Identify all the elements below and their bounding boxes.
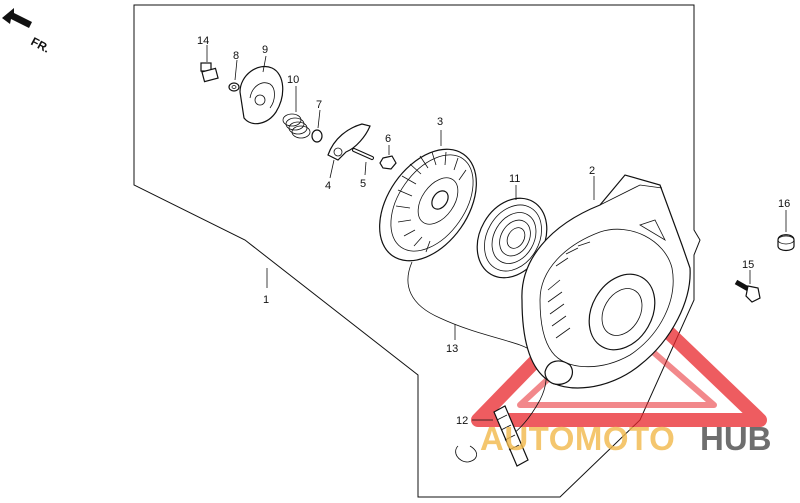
callout-6: 6 [385, 133, 391, 145]
part-4-ratchet [327, 123, 371, 179]
callout-9: 9 [262, 44, 268, 56]
part-10-spring [282, 86, 311, 139]
part-11-recoil-spring [476, 185, 548, 279]
part-5-pin [352, 148, 374, 176]
callout-2: 2 [589, 165, 595, 177]
callout-1: 1 [263, 294, 269, 306]
callout-11: 11 [509, 173, 520, 185]
callout-5: 5 [360, 178, 366, 190]
part-12-starter-grip [455, 405, 529, 467]
callout-4: 4 [325, 180, 331, 192]
part-3-reel [379, 130, 477, 262]
front-direction-arrow: FR. [2, 8, 52, 56]
callout-3: 3 [437, 116, 443, 128]
part-6-nut [379, 145, 397, 170]
callout-13: 13 [446, 343, 458, 355]
callout-16: 16 [778, 198, 790, 210]
part-7-washer [311, 109, 323, 143]
watermark-text-primary: AUTOMOTO [480, 420, 675, 457]
part-16-cap [777, 210, 795, 252]
callout-12: 12 [456, 415, 468, 427]
callout-10: 10 [287, 74, 299, 86]
part-15-bolt [734, 270, 761, 303]
callout-8: 8 [233, 50, 239, 62]
watermark-text-secondary: HUB [700, 420, 772, 457]
part-9-friction-plate [239, 55, 284, 125]
callout-14: 14 [197, 35, 209, 47]
part-14-bolt [200, 45, 219, 83]
watermark-logo: AUTOMOTO HUB [480, 420, 772, 457]
callout-15: 15 [742, 259, 754, 271]
front-direction-label: FR. [29, 34, 53, 55]
part-2-starter-case [521, 174, 691, 389]
part-8-washer [228, 59, 240, 92]
callout-7: 7 [316, 99, 322, 111]
